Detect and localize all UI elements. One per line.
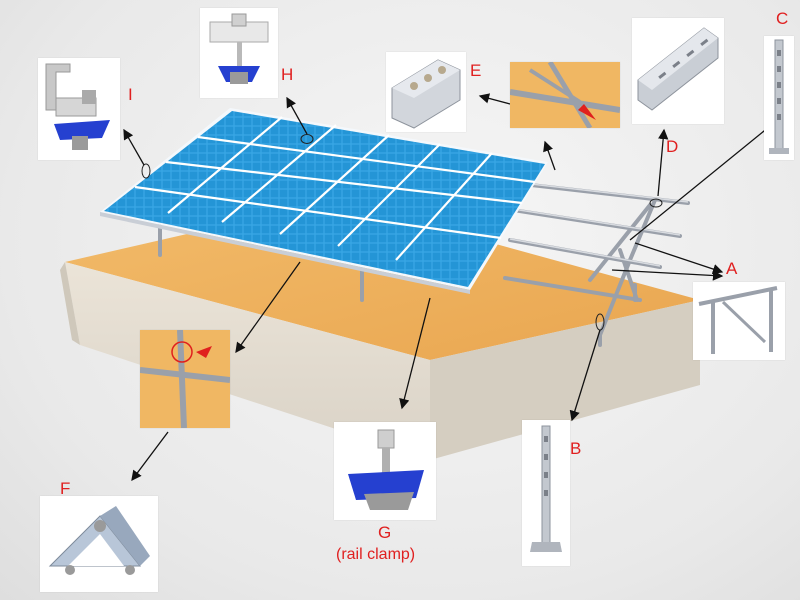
inset-post [522,420,570,566]
label-h: H [281,66,293,83]
label-a: A [726,260,737,277]
label-e: E [470,62,481,79]
inset-end-clamp [38,58,120,160]
inset-rail-junction-zoom [510,62,620,128]
inset-channel-connector [386,52,466,132]
inset-rail-clamp [334,422,436,520]
inset-mid-clamp [200,8,278,98]
label-c: C [776,10,788,27]
label-b: B [570,440,581,457]
inset-post-junction-zoom [140,330,230,428]
inset-c-channel [632,18,724,124]
label-g-subtitle: (rail clamp) [336,547,415,563]
label-d: D [666,138,678,155]
inset-tall-post [764,36,794,160]
inset-triangle-bracket [40,496,158,592]
label-g: G [378,524,391,541]
inset-triangle-frame [693,282,785,360]
label-i: I [128,86,133,103]
label-f: F [60,480,70,497]
